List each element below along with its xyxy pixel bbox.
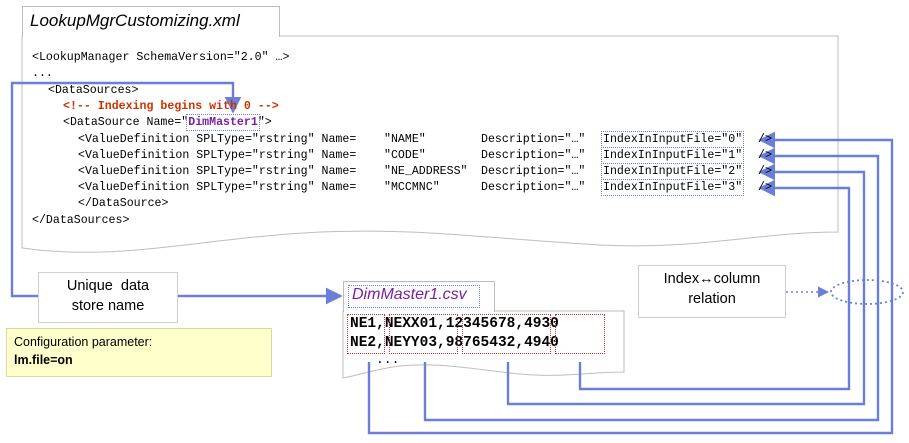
code-line-datasource-close: </DataSource> [78,197,169,210]
csv-document-panel [342,310,625,379]
connector-index-3 [578,179,851,391]
datasource-name-value: DimMaster1 [186,114,260,131]
code-line-root: <LookupManager SchemaVersion="2.0" …> [32,51,290,64]
index-column-relation-label: Index↔column relation [638,265,786,318]
csv-separator: , [376,316,385,332]
csv-file-title: DimMaster1.csv [352,286,467,303]
csv-separator: , [515,335,525,351]
vd-index-attr: IndexInInputFile="3" [600,179,745,196]
unique-store-name-label: Unique data store name [38,272,178,323]
vd-prefix: <ValueDefinition SPLType="rstring" Name= [78,165,357,178]
vd-prefix: <ValueDefinition SPLType="rstring" Name= [78,149,357,162]
connector-index-1 [423,147,880,422]
vd-prefix: <ValueDefinition SPLType="rstring" Name= [78,133,357,146]
configuration-value: lm.file=on [14,353,73,367]
index-relation-line1: Index↔column [663,271,761,287]
xml-file-title: LookupMgrCustomizing.xml [30,11,240,30]
code-line-value-definition: <ValueDefinition SPLType="rstring" Name=… [78,163,772,180]
csv-ellipsis: ... [376,352,400,367]
vd-tail: /> [758,133,772,146]
vd-tail: /> [758,165,772,178]
csv-cell: NE2 [350,335,377,351]
vd-name: "NAME" [384,133,426,146]
vd-description: Description="…" [481,133,586,146]
vd-prefix: <ValueDefinition SPLType="rstring" Name= [78,181,357,194]
csv-separator: , [515,316,525,332]
csv-separator: , [376,335,385,351]
unique-store-line1: Unique data [66,278,150,294]
csv-column-2-highlight [462,314,551,354]
code-line-comment: <!-- Indexing begins with 0 --> [63,100,279,113]
relation-ellipse [830,279,904,305]
configuration-label: Configuration parameter: [14,335,153,349]
vd-name: "NE_ADDRESS" [384,165,468,178]
vd-tail: /> [758,149,772,162]
vd-name: "MCCMNC" [384,181,440,194]
connector-index-0 [367,131,894,435]
code-line-value-definition: <ValueDefinition SPLType="rstring" Name=… [78,179,772,196]
vd-description: Description="…" [481,181,586,194]
datasource-open-prefix: <DataSource Name=" [63,116,189,129]
xml-title-tab [22,6,280,37]
connector-index-2 [506,163,866,406]
vd-tail: /> [758,181,772,194]
code-line-datasources-open: <DataSources> [48,84,139,97]
code-line-value-definition: <ValueDefinition SPLType="rstring" Name=… [78,131,772,148]
configuration-box [6,328,272,377]
code-line-value-definition: <ValueDefinition SPLType="rstring" Name=… [78,147,772,164]
index-relation-line2: relation [688,291,736,307]
csv-title-tab [343,281,495,312]
csv-column-1-highlight [389,314,458,354]
vd-index-attr: IndexInInputFile="0" [600,131,745,148]
vd-name: "CODE" [384,149,426,162]
connector-name-to-xml [10,81,242,298]
csv-cell: 12345678 [445,316,516,332]
csv-title-highlight [348,285,480,308]
code-line-datasource-open: <DataSource Name="DimMaster1"> [63,114,272,131]
vd-index-attr: IndexInInputFile="2" [600,163,745,180]
vd-index-attr: IndexInInputFile="1" [600,147,745,164]
code-line-ellipsis: ... [32,67,53,80]
xml-document-panel [21,35,839,253]
csv-cell: NEYY03 [384,335,438,351]
code-line-datasources-close: </DataSources> [32,214,130,227]
csv-cell: NEXX01 [384,316,438,332]
csv-cell: 98765432 [445,335,516,351]
vd-description: Description="…" [481,165,586,178]
datasource-open-suffix: "> [257,116,272,129]
csv-cell: NE1 [350,316,377,332]
csv-separator: , [437,316,446,332]
csv-separator: , [437,335,446,351]
csv-column-0-highlight [347,314,385,354]
csv-column-3-highlight [555,314,605,354]
unique-store-line2: store name [71,298,145,314]
vd-description: Description="…" [481,149,586,162]
